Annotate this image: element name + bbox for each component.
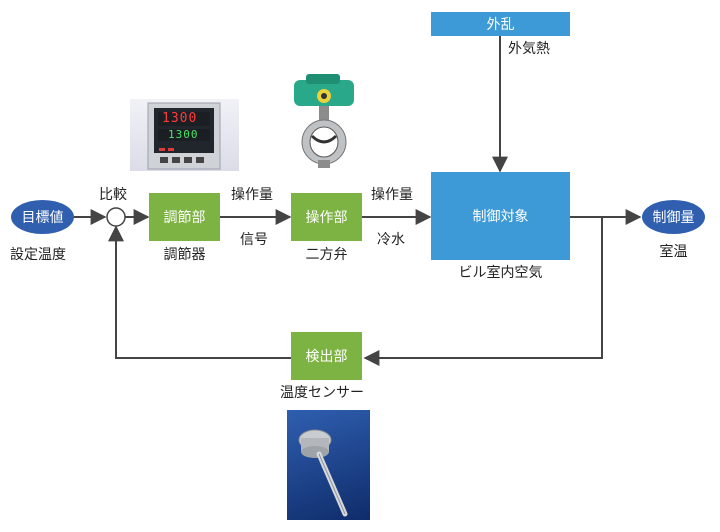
comparator-label: 比較: [99, 187, 127, 203]
setpoint-node: 目標値: [11, 200, 74, 234]
controller-block: 調節部: [149, 193, 220, 241]
disturbance-block: 外乱: [431, 12, 570, 36]
disturbance-sub-label: 外気熱: [508, 41, 550, 57]
sensor-sub-label: 温度センサー: [280, 385, 364, 401]
signal-label: 信号: [240, 232, 268, 248]
mv1-label: 操作量: [231, 187, 273, 203]
controller-sv-readout: 1300: [168, 128, 199, 141]
butterfly-valve-image: [288, 72, 360, 170]
plant-block: 制御対象: [431, 172, 570, 260]
output-sub-label: 室温: [659, 244, 688, 260]
actuator-label: 操作部: [305, 210, 348, 226]
sensor-block: 検出部: [291, 332, 362, 380]
plant-label: 制御対象: [472, 209, 529, 225]
plant-sub-label: ビル室内空気: [458, 265, 543, 281]
disturbance-label: 外乱: [486, 17, 515, 33]
setpoint-label: 目標値: [21, 210, 64, 226]
output-label: 制御量: [652, 210, 695, 226]
controller-label: 調節部: [163, 210, 206, 226]
coolant-label: 冷水: [377, 232, 405, 248]
temperature-controller-image: 1300 1300: [130, 99, 239, 171]
actuator-sub-label: 二方弁: [305, 247, 348, 263]
controller-sub-label: 調節器: [163, 247, 206, 263]
comparator-circle: [106, 207, 126, 227]
output-node: 制御量: [642, 200, 705, 234]
actuator-block: 操作部: [291, 193, 362, 241]
temperature-sensor-image: [287, 410, 370, 520]
setpoint-sub-label: 設定温度: [10, 247, 66, 263]
controller-pv-readout: 1300: [162, 111, 198, 126]
feedback-line-to-sensor: [363, 217, 603, 366]
sensor-label: 検出部: [305, 349, 348, 365]
mv2-label: 操作量: [371, 187, 413, 203]
feedback-line-to-comparator: [108, 225, 291, 359]
